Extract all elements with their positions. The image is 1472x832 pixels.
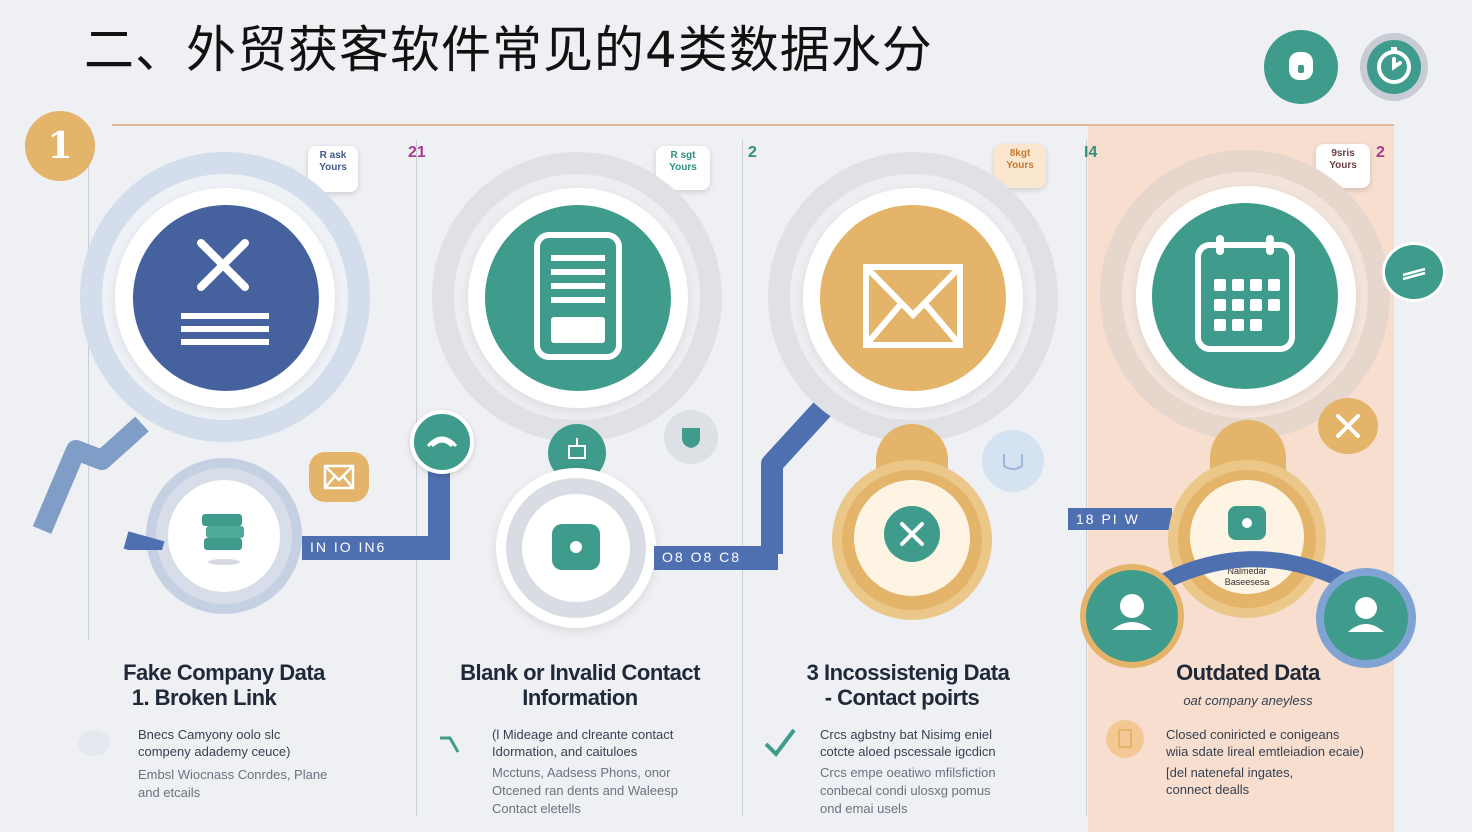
signal-badge[interactable] [410, 410, 474, 474]
caption-desc: Closed coniricted e conigeans wiia sdate… [1166, 727, 1364, 759]
connector-bar: O8 O8 C8 [654, 546, 778, 570]
wifi-badge[interactable] [1382, 242, 1446, 302]
avatar-left[interactable] [1080, 564, 1184, 668]
column-divider [88, 140, 89, 640]
money-stack-icon [202, 514, 244, 565]
connector-line [32, 416, 165, 550]
column-divider [742, 140, 743, 816]
caption-title: Blank or Invalid Contact [460, 660, 700, 685]
pointer-icon [440, 736, 460, 753]
connector-bar-vertical [428, 470, 450, 560]
caption-desc: Bnecs Camyony oolo slc compeny adademy c… [138, 727, 291, 759]
clock-icon [1377, 47, 1411, 84]
caption-title: 3 Incossistenig Data [806, 660, 1010, 685]
top-divider [112, 124, 1394, 126]
close-icon [884, 506, 940, 562]
sub-ring-inner: Nalmedar Baseesesa [1190, 480, 1304, 594]
caption-subtitle: 1. Broken Link [131, 685, 277, 710]
checkmark-icon [764, 728, 796, 758]
column-number: 21 [408, 144, 426, 161]
close-document-icon [181, 239, 269, 345]
shield-badge [664, 410, 718, 464]
caption-subtitle: oat company aneyless [1183, 693, 1313, 708]
user-icon [1112, 594, 1152, 630]
fake-company-icon-circle [133, 205, 319, 391]
inconsistent-data-icon-circle [820, 205, 1006, 391]
column-number: 2 [748, 144, 757, 161]
avatar-right[interactable] [1316, 568, 1416, 668]
lock-icon [568, 438, 586, 459]
header-clock-button[interactable] [1360, 33, 1428, 101]
column-divider [1086, 140, 1087, 816]
column-divider [416, 140, 417, 816]
mail-icon [323, 464, 355, 490]
sub-ring-inner [854, 480, 970, 596]
caption-title: Fake Company Data [123, 660, 325, 685]
envelope-icon [863, 264, 963, 348]
signal-icon [426, 436, 458, 448]
caption-muted: Mcctuns, Aadsess Phons, onor Otcened ran… [492, 765, 678, 816]
caption-title: Outdated Data [1176, 660, 1320, 685]
outdated-data-icon-circle [1152, 203, 1338, 389]
page-title: 二、外贸获客软件常见的4类数据水分 [84, 21, 933, 79]
connector-bar: 18 PI W [1068, 508, 1172, 530]
caption-desc: (l Mideage and clreante contact Idormati… [492, 727, 674, 759]
connector-bar: IN IO IN6 [302, 536, 450, 560]
wifi-icon [1402, 267, 1426, 281]
user-icon [1348, 597, 1384, 632]
heart-icon [78, 730, 110, 756]
blank-contact-icon-circle [485, 205, 671, 391]
close-badge[interactable] [1318, 398, 1378, 454]
column-number: 2 [1376, 144, 1385, 161]
calendar-icon [1195, 235, 1295, 352]
caption-subtitle: - Contact poirts [824, 685, 980, 710]
document-badge [1106, 720, 1144, 758]
caption-muted: Embsl Wiocnass Conrdes, Plane and etcail… [138, 767, 328, 800]
document-icon [1118, 729, 1132, 748]
caption-desc: Crcs agbstny bat Nisimg eniel cotcte alo… [820, 727, 996, 759]
header-lock-button[interactable] [1264, 30, 1338, 104]
mail-badge [309, 452, 369, 502]
center-label: Nalmedar Baseesesa [1224, 566, 1270, 587]
caption-muted: Crcs empe oeatiwo mfilsfiction conbecal … [820, 765, 996, 816]
sub-ring-inner [522, 494, 630, 602]
shield-icon [682, 428, 700, 448]
step-badge-1: 1 [25, 111, 95, 181]
column-number: I4 [1084, 144, 1098, 161]
cup-icon [1003, 454, 1023, 470]
chat-tag: 8kgt Yours [994, 144, 1046, 188]
close-icon [1336, 414, 1360, 438]
caption-muted: [del natenefal ingates, connect dealls [1166, 765, 1294, 797]
stop-icon [1228, 506, 1266, 540]
stop-icon [552, 524, 600, 570]
document-icon [534, 232, 622, 360]
chat-tag: R ask Yours [308, 146, 358, 192]
bubble-badge [982, 430, 1044, 492]
lock-icon [1289, 52, 1313, 80]
sub-ring-inner [168, 480, 280, 592]
caption-subtitle: Information [522, 685, 638, 710]
